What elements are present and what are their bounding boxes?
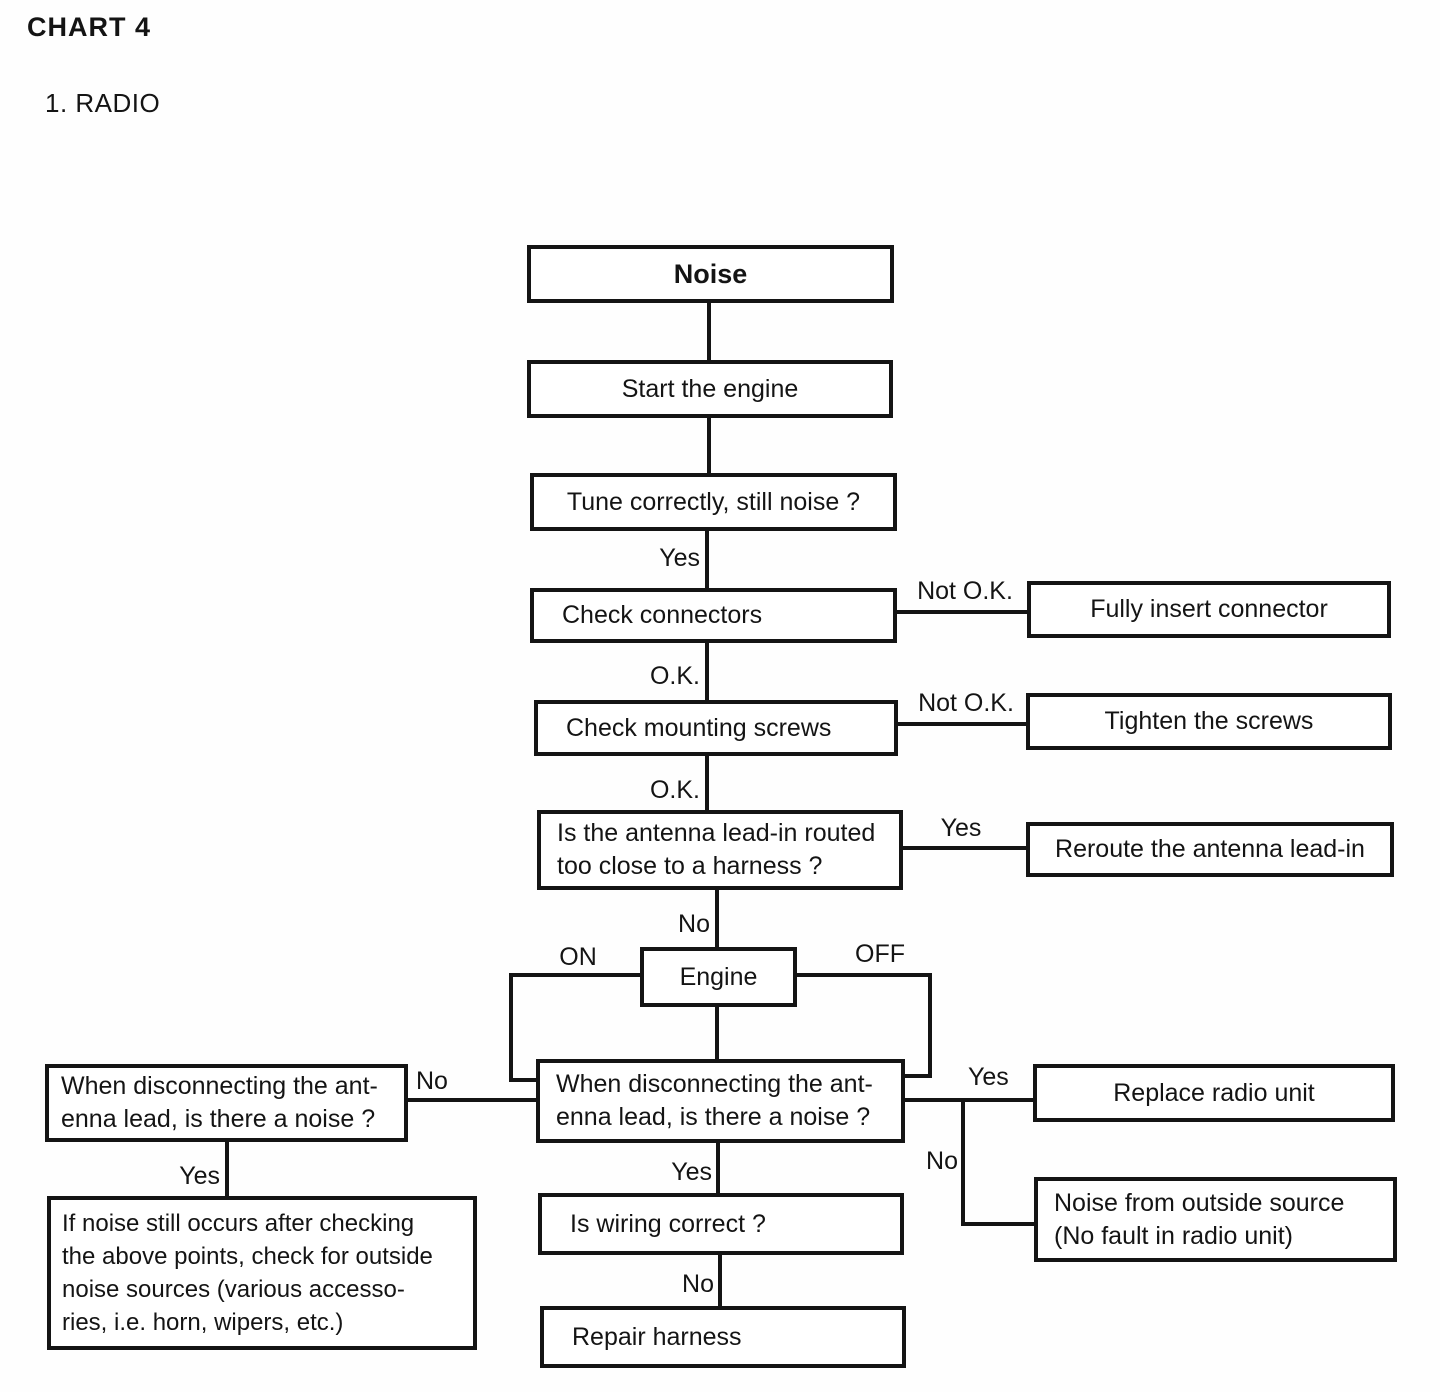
- connector-noise-to-start: [707, 302, 711, 360]
- edge-label-yes: Yes: [671, 1158, 712, 1186]
- edge-label-ok: O.K.: [649, 776, 700, 804]
- section-heading: 1. RADIO: [45, 88, 161, 118]
- connector-screws-ok: [705, 755, 709, 810]
- node-line: ries, i.e. horn, wipers, etc.): [62, 1309, 344, 1336]
- edge-label-yes: Yes: [179, 1162, 220, 1190]
- connector-antenna-no: [715, 889, 719, 947]
- connector-engine-off-vertical: [928, 973, 932, 1078]
- node-line: Is the antenna lead-in routed: [557, 819, 876, 847]
- node-line: noise sources (various accesso-: [62, 1276, 405, 1303]
- connector-tune-yes: [705, 530, 709, 588]
- node-line: Noise from outside source: [1054, 1188, 1345, 1217]
- node-line: (No fault in radio unit): [1054, 1221, 1294, 1250]
- node-disconnect-antenna-center: When disconnecting the ant- enna lead, i…: [536, 1059, 905, 1143]
- edge-label-yes: Yes: [968, 1063, 1009, 1091]
- node-repair-harness: Repair harness: [540, 1306, 906, 1368]
- edge-label-no: No: [678, 910, 710, 938]
- node-line: enna lead, is there a noise ?: [61, 1105, 376, 1133]
- connector-outside-source-in: [961, 1222, 1035, 1226]
- node-tighten-screws: Tighten the screws: [1026, 693, 1392, 750]
- connector-engine-down: [715, 1006, 719, 1059]
- edge-label-ok: O.K.: [649, 662, 700, 690]
- edge-label-no: No: [416, 1067, 448, 1095]
- node-noise: Noise: [527, 245, 894, 303]
- edge-label-off: OFF: [855, 940, 905, 968]
- node-line: the above points, check for outside: [62, 1243, 433, 1270]
- node-fully-insert-connector: Fully insert connector: [1027, 581, 1391, 638]
- node-engine: Engine: [640, 947, 797, 1007]
- connector-wiring-no-down: [718, 1254, 722, 1306]
- node-line: too close to a harness ?: [557, 852, 823, 880]
- page-title: CHART 4: [27, 12, 152, 42]
- node-check-mounting-screws: Check mounting screws: [534, 700, 898, 756]
- connector-engine-on-top: [509, 973, 640, 977]
- connector-start-to-tune: [707, 417, 711, 473]
- node-line: When disconnecting the ant-: [61, 1072, 378, 1100]
- connector-connectors-notok: [896, 610, 1027, 614]
- edge-label-not-ok: Not O.K.: [918, 689, 1014, 717]
- edge-label-no: No: [926, 1147, 958, 1175]
- connector-connectors-ok: [705, 642, 709, 700]
- connector-left-yes-down: [225, 1141, 229, 1196]
- connector-antenna-yes: [902, 846, 1026, 850]
- node-replace-radio-unit: Replace radio unit: [1033, 1064, 1395, 1122]
- node-check-outside-sources: If noise still occurs after checking the…: [47, 1196, 477, 1350]
- node-line: When disconnecting the ant-: [556, 1070, 873, 1098]
- edge-label-yes: Yes: [659, 544, 700, 572]
- node-check-connectors: Check connectors: [530, 588, 897, 643]
- connector-engine-on-bottom: [509, 1078, 537, 1082]
- edge-label-on: ON: [559, 943, 597, 971]
- connector-center-yes-down: [716, 1142, 720, 1193]
- node-tune-correctly: Tune correctly, still noise ?: [530, 473, 897, 531]
- node-start-engine: Start the engine: [527, 360, 893, 418]
- node-disconnect-antenna-left: When disconnecting the ant- enna lead, i…: [45, 1064, 408, 1142]
- edge-label-no: No: [682, 1270, 714, 1298]
- node-noise-outside-source: Noise from outside source (No fault in r…: [1034, 1177, 1397, 1262]
- connector-engine-on-vertical: [509, 973, 513, 1082]
- connector-center-no-left: [407, 1098, 537, 1102]
- node-line: enna lead, is there a noise ?: [556, 1103, 871, 1131]
- connector-engine-off-top: [796, 973, 932, 977]
- node-line: If noise still occurs after checking: [62, 1210, 415, 1237]
- node-is-wiring-correct: Is wiring correct ?: [538, 1193, 904, 1255]
- connector-center-yes-right: [904, 1098, 1034, 1102]
- edge-label-not-ok: Not O.K.: [917, 577, 1013, 605]
- connector-center-no-vertical: [961, 1098, 965, 1226]
- node-reroute-antenna: Reroute the antenna lead-in: [1026, 822, 1394, 877]
- connector-screws-notok: [897, 722, 1026, 726]
- connector-engine-off-bottom: [904, 1074, 932, 1078]
- edge-label-yes: Yes: [940, 814, 982, 842]
- node-antenna-lead-in: Is the antenna lead-in routed too close …: [537, 810, 903, 890]
